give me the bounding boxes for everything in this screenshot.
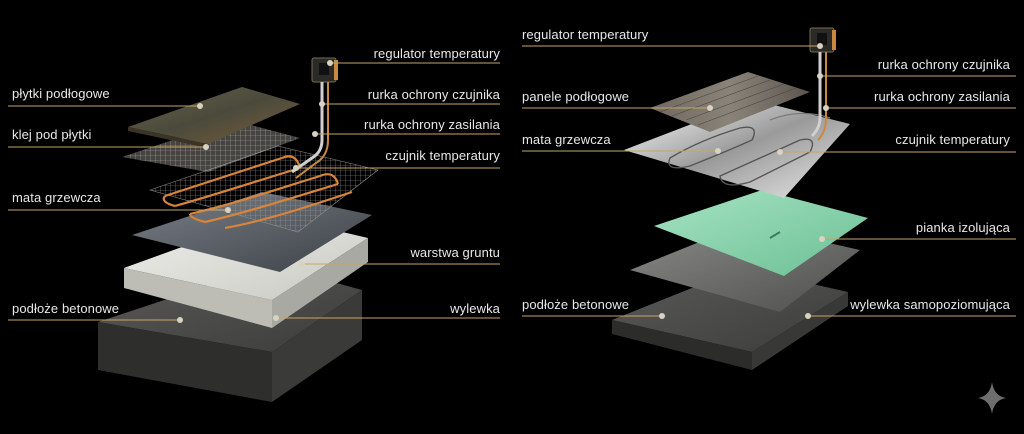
leader-dots — [177, 43, 829, 323]
label-regulator-left: regulator temperatury — [373, 46, 500, 61]
label-podloze-betonowe-left: podłoże betonowe — [12, 301, 120, 316]
left-layer-stack — [98, 57, 379, 402]
right-layer-stack — [612, 27, 868, 370]
label-czujnik-right: czujnik temperatury — [895, 132, 1010, 147]
label-podloze-betonowe-right: podłoże betonowe — [522, 297, 630, 312]
right-thermostat-assembly — [809, 27, 836, 141]
label-rurka-zasilania-right: rurka ochrony zasilania — [874, 89, 1010, 104]
label-mata-grzewcza-right: mata grzewcza — [522, 132, 611, 147]
label-warstwa-gruntu: warstwa gruntu — [410, 245, 500, 260]
label-rurka-czujnika-right: rurka ochrony czujnika — [877, 57, 1010, 72]
label-regulator-right: regulator temperatury — [522, 27, 649, 42]
left-tile-layer — [128, 87, 300, 148]
label-rurka-zasilania-left: rurka ochrony zasilania — [364, 117, 500, 132]
right-panel-layer — [650, 72, 810, 132]
left-thermostat-assembly — [291, 57, 338, 179]
right-foam-layer — [654, 190, 868, 276]
leader-lines — [8, 45, 1016, 321]
label-plytki-podlogowe: płytki podłogowe — [12, 86, 110, 101]
label-rurka-czujnika-left: rurka ochrony czujnika — [367, 87, 500, 102]
label-pianka-izolujaca: pianka izolująca — [915, 220, 1010, 235]
label-panele-podlogowe: panele podłogowe — [522, 89, 630, 104]
label-czujnik-left: czujnik temperatury — [385, 148, 500, 163]
label-wylewka-left: wylewka — [450, 301, 500, 316]
label-wylewka-samopoziomujaca: wylewka samopoziomująca — [850, 297, 1010, 312]
label-klej-pod-plytki: klej pod płytki — [12, 127, 92, 142]
sparkle-icon — [978, 382, 1006, 414]
left-adhesive-layer — [122, 120, 300, 172]
label-mata-grzewcza-left: mata grzewcza — [12, 190, 101, 205]
